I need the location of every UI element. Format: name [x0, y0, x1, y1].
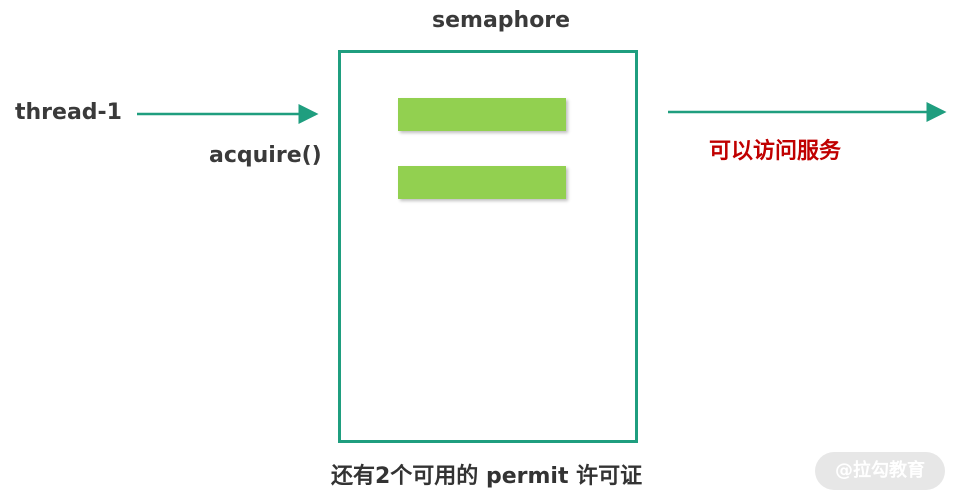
permit-block [398, 166, 566, 199]
access-service-label: 可以访问服务 [709, 139, 842, 164]
permit-block [398, 98, 566, 131]
semaphore-title: semaphore [432, 8, 571, 33]
acquire-label: acquire() [209, 143, 322, 168]
thread-label: thread-1 [15, 100, 122, 125]
watermark-badge: @拉勾教育 [815, 452, 945, 490]
permit-caption: 还有2个可用的 permit 许可证 [331, 464, 643, 489]
